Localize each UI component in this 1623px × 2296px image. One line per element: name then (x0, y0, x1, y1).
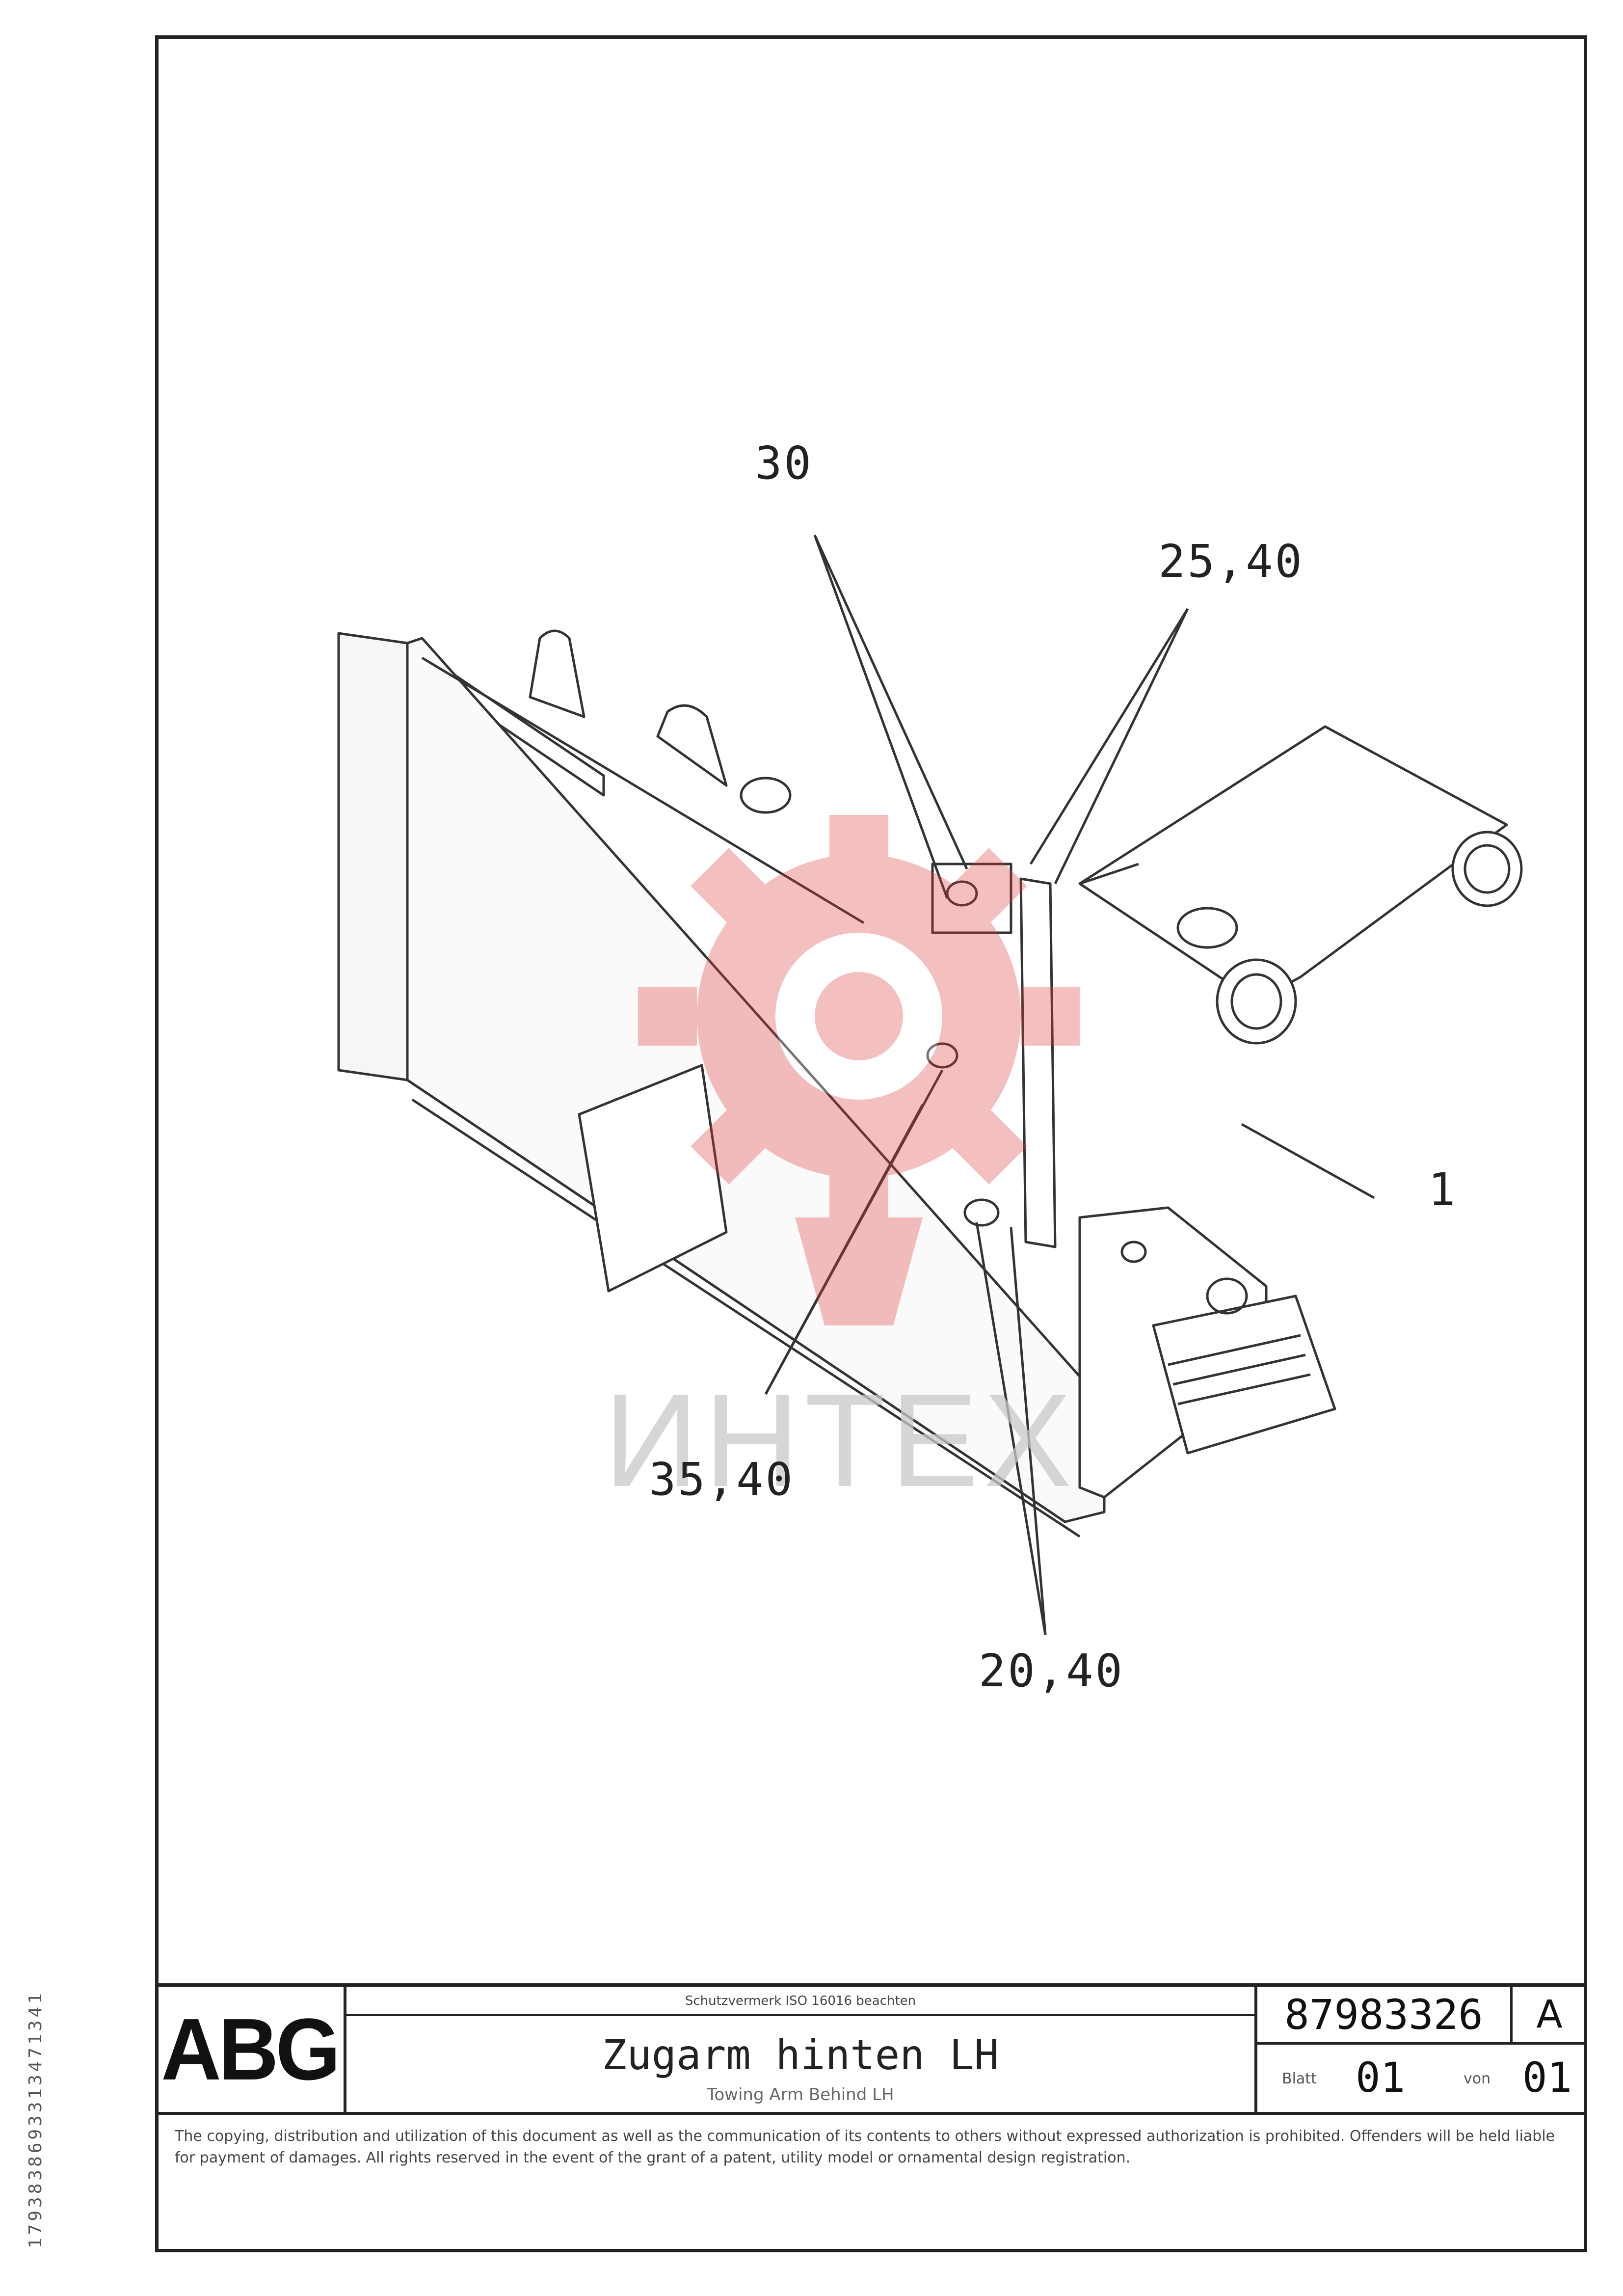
small-plate (578, 1064, 728, 1293)
eye-bushing-2 (1216, 958, 1297, 1045)
callout-25-40: 25,40 (1158, 535, 1304, 588)
sheet-number: 01 (1356, 2053, 1406, 2102)
callout-20-40: 20,40 (979, 1645, 1124, 1697)
of-label: von (1463, 2070, 1491, 2087)
part-number: 87983326 (1257, 1987, 1513, 2045)
lug-1 (529, 629, 585, 718)
arm-clamp (931, 863, 1012, 934)
bracket-box (1152, 1295, 1336, 1455)
vertical-arm (1019, 877, 1057, 1248)
total-sheets: 01 (1522, 2053, 1572, 2102)
watermark-text: ИНТЕХ (604, 1367, 1077, 1514)
callout-35-40: 35,40 (649, 1453, 795, 1506)
logo-cell: ABG (155, 1987, 346, 2112)
title-cell: Schutzvermerk ISO 16016 beachten Zugarm … (346, 1987, 1254, 2112)
beam-front-plate (337, 632, 409, 1081)
bolt-head-top (740, 777, 792, 814)
number-cell: 87983326 A Blatt 01 von 01 (1254, 1987, 1587, 2112)
title-block: ABG Schutzvermerk ISO 16016 beachten Zug… (155, 1983, 1587, 2112)
sheet-label: Blatt (1282, 2070, 1317, 2087)
protection-note: Schutzvermerk ISO 16016 beachten (346, 1994, 1254, 2016)
assembly-drawing (337, 534, 1523, 1635)
revision: A (1513, 1987, 1586, 2045)
eye-bushing-1 (1451, 831, 1523, 907)
watermark-gear-icon (638, 815, 1080, 1325)
callout-1: 1 (1428, 1163, 1458, 1216)
lug-2 (656, 704, 728, 787)
drawing-frame (155, 35, 1587, 2252)
legal-notice: The copying, distribution and utilizatio… (155, 2112, 1587, 2252)
side-document-code: 1793838693313471341 (26, 1990, 46, 2248)
sheet-row: Blatt 01 von 01 (1257, 2045, 1586, 2112)
abg-logo: ABG (161, 2000, 341, 2099)
drawing-title-german: Zugarm hinten LH (602, 2031, 999, 2079)
callout-30: 30 (755, 437, 813, 489)
drawing-title-english: Towing Arm Behind LH (707, 2085, 894, 2105)
